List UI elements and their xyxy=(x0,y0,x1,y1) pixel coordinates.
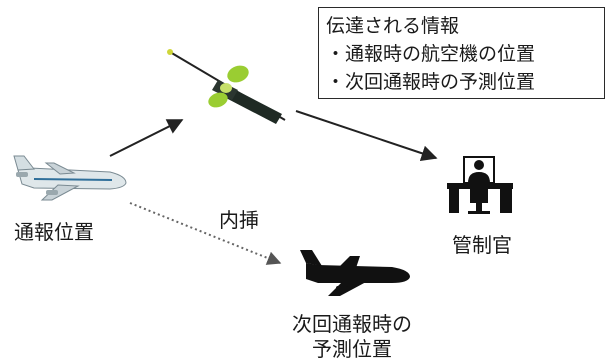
arrow-satellite-to-controller xyxy=(295,110,438,162)
controller-at-desk-icon xyxy=(447,156,513,214)
airliner-icon xyxy=(13,155,127,201)
info-box-item: ・通報時の航空機の位置 xyxy=(326,43,536,65)
controller-label: 管制官 xyxy=(452,233,512,257)
info-box-title: 伝達される情報 xyxy=(326,15,460,37)
satellite-icon xyxy=(167,49,286,124)
info-box-item: ・次回通報時の予測位置 xyxy=(326,71,536,93)
predicted-position-label-line1: 次回通報時の xyxy=(292,312,412,336)
info-box: 伝達される情報 ・通報時の航空機の位置 ・次回通報時の予測位置 xyxy=(318,7,605,99)
predicted-position-label-line2: 予測位置 xyxy=(312,337,392,361)
airliner-silhouette-icon xyxy=(300,250,410,296)
interpolation-label: 内挿 xyxy=(219,208,259,232)
arrow-interpolation xyxy=(129,202,282,265)
report-position-label: 通報位置 xyxy=(14,220,94,244)
arrow-aircraft-to-satellite xyxy=(109,119,184,157)
